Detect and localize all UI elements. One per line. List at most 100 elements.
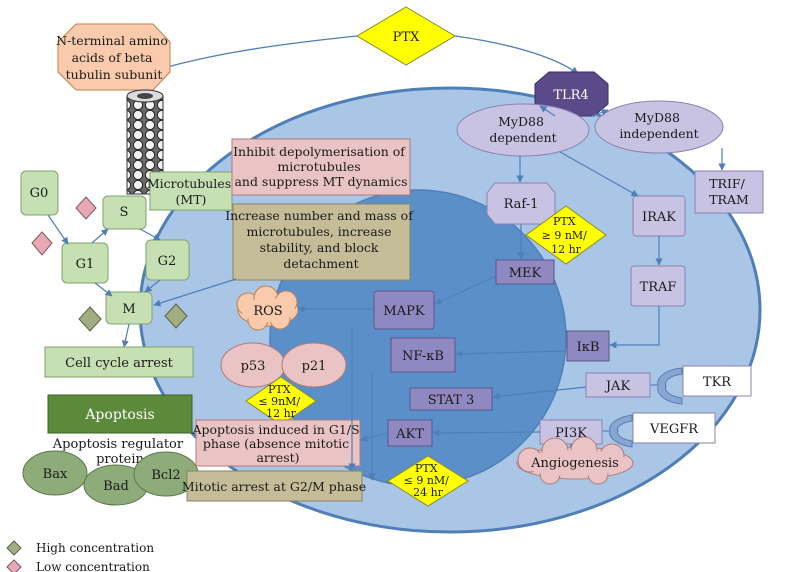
myd88-dependent [456, 103, 590, 157]
ptx-12hr-text: PTX ≤ 9nM/ 12 hr [258, 383, 303, 420]
arrow-akt-apoptosis [360, 432, 389, 442]
bax-node [22, 450, 88, 496]
arrow-traf-ikb [609, 306, 660, 349]
angiogenesis-cloud [516, 436, 634, 485]
tkr-receptor-shape [657, 367, 683, 405]
svg-text:TRAF: TRAF [640, 280, 677, 295]
arrow-m-to-arrest [121, 323, 130, 348]
arrow-s-g2 [139, 228, 161, 241]
svg-text:AKT: AKT [395, 427, 424, 442]
ptx-diamond-top [356, 6, 456, 66]
svg-text:Bad: Bad [103, 479, 129, 494]
trif-tram-text: TRIF/ TRAM [709, 176, 749, 207]
ros-cloud [236, 285, 299, 331]
svg-text:Raf-1: Raf-1 [504, 197, 539, 212]
svg-text:Apoptosis: Apoptosis [84, 407, 154, 423]
ptx-diamond-24hr [387, 455, 469, 507]
cell-cycle-g2 [145, 239, 190, 281]
p21-node [281, 342, 347, 388]
apoptosis-g1s-box [195, 419, 361, 467]
ikb-node [566, 330, 610, 362]
legend-low-swatch [6, 559, 22, 572]
arrow-pi3k-akt [432, 429, 541, 437]
svg-text:Bax: Bax [43, 467, 68, 482]
tlr4-receptor [534, 71, 609, 117]
svg-text:G0: G0 [30, 186, 49, 201]
svg-text:G2: G2 [158, 254, 177, 269]
svg-text:Mitotic arrest at G2/M phase: Mitotic arrest at G2/M phase [182, 479, 366, 494]
trif-tram-box [694, 170, 764, 214]
svg-text:STAT 3: STAT 3 [428, 393, 475, 408]
cell-cycle-g0 [20, 170, 59, 216]
high-conc-diamond-1 [78, 306, 102, 332]
akt-node [387, 419, 433, 447]
arrow-increase-to-m [153, 278, 237, 307]
low-conc-diamond-2 [31, 231, 53, 256]
svg-text:PI3K: PI3K [555, 426, 587, 441]
tubulin-note-text: N-terminal amino acids of beta tubulin s… [56, 33, 172, 82]
svg-text:VEGFR: VEGFR [649, 422, 699, 437]
svg-text:TKR: TKR [703, 375, 732, 390]
ptx-label: PTX [393, 30, 420, 45]
svg-text:M: M [122, 302, 135, 317]
microtubules-text: Microtubules (MT) [147, 176, 235, 207]
ptx-ge9nm-text: PTX ≥ 9 nM/ 12 hr [542, 215, 591, 256]
svg-text:NF-κB: NF-κB [402, 349, 444, 364]
arrow-g0-g1 [47, 214, 69, 245]
vegfr-box [632, 412, 716, 444]
cell-cycle-arrest-box [44, 346, 194, 378]
svg-text:G1: G1 [76, 257, 95, 272]
svg-text:S: S [120, 205, 129, 220]
arrow-tlr4-myd88dep [539, 105, 556, 117]
apoptosis-header [47, 394, 193, 434]
traf-node [630, 265, 686, 307]
tkr-box [682, 365, 752, 397]
cell-cycle-g1 [61, 242, 109, 284]
jak-node [585, 372, 651, 398]
nfkb-node [390, 337, 456, 373]
arrow-mek-mapk [434, 275, 497, 305]
cell-cycle-s [102, 195, 147, 230]
increase-microtubules-box [232, 203, 411, 281]
svg-text:IRAK: IRAK [642, 210, 676, 225]
stat3-node [409, 387, 493, 411]
legend-high-swatch [6, 540, 22, 556]
apoptosis-regulator-label: Apoptosis regulator protein [52, 437, 187, 467]
mek-node [495, 259, 555, 285]
arrow-ikb-nfkb [455, 350, 568, 358]
vegfr-receptor-shape [609, 414, 633, 448]
arrow-ptx-to-tlr4 [454, 35, 579, 75]
inhibit-depolymerisation-text: Inhibit depolymerisation of microtubules… [233, 144, 409, 189]
svg-text:ROS: ROS [253, 304, 282, 319]
microtubule-icon [126, 89, 164, 195]
svg-text:JAK: JAK [604, 379, 631, 394]
ptx-diamond-ge9nm [525, 205, 607, 265]
svg-text:Bcl2: Bcl2 [151, 468, 180, 483]
svg-text:Angiogenesis: Angiogenesis [530, 456, 619, 471]
svg-text:IκB: IκB [577, 340, 600, 355]
svg-text:Low concentration: Low concentration [36, 560, 150, 572]
ptx-24hr-text: PTX ≤ 9 nM/ 24 hr [404, 462, 453, 499]
myd88-independent [594, 100, 724, 154]
svg-text:TLR4: TLR4 [553, 88, 588, 103]
arrow-g2-m [144, 279, 161, 293]
apoptosis-g1s-text: Apoptosis induced in G1/S phase (absence… [191, 422, 363, 465]
arrow-tlr4-myd88indep [591, 108, 609, 117]
svg-text:MEK: MEK [509, 266, 542, 281]
increase-microtubules-text: Increase number and mass of microtubules… [225, 208, 417, 271]
low-conc-diamond-1 [75, 196, 97, 220]
arrow-g1-s [91, 228, 109, 244]
high-conc-diamond-2 [164, 303, 188, 329]
svg-text:Cell cycle arrest: Cell cycle arrest [65, 356, 174, 371]
mitotic-arrest-box [186, 470, 363, 502]
arrow-myd88-irak [559, 151, 639, 197]
arrow-jak-stat3 [492, 386, 587, 400]
svg-text:p53: p53 [241, 359, 266, 374]
svg-text:p21: p21 [302, 359, 327, 374]
myd88-independent-text: MyD88 independent [619, 110, 698, 141]
mapk-node [373, 290, 435, 330]
tubulin-note-box [57, 23, 171, 91]
arrow-g1-m [94, 282, 113, 297]
microtubules-box [149, 171, 233, 211]
